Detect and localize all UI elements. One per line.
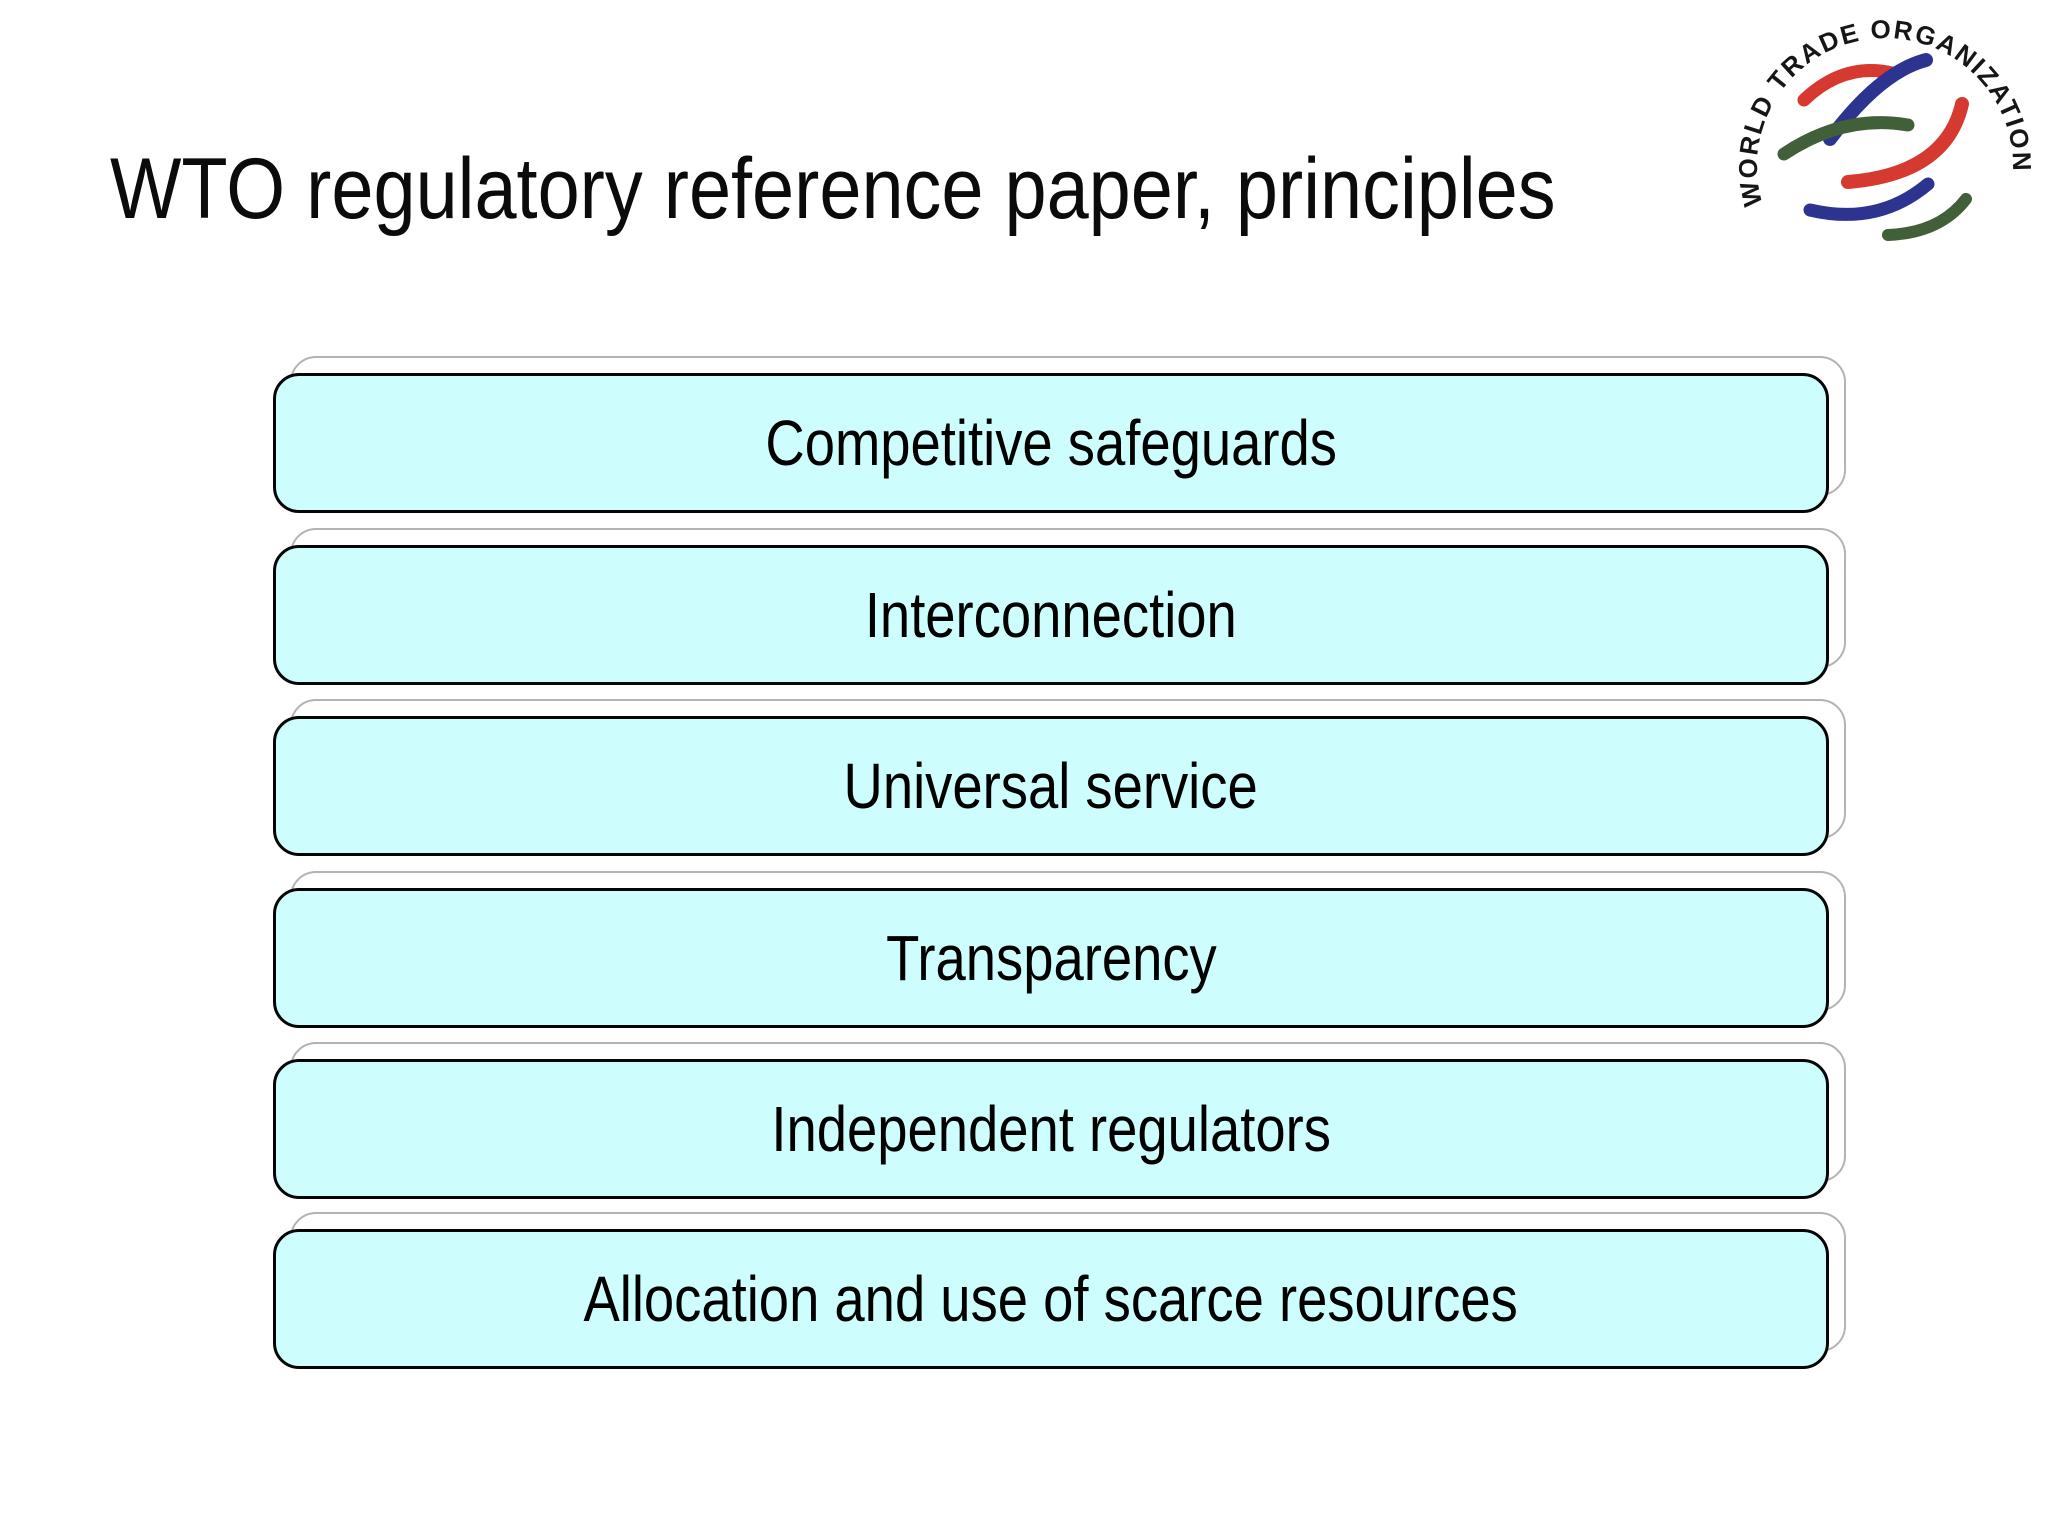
principle-box-face: Independent regulators [273, 1059, 1829, 1199]
principle-box-label: Interconnection [865, 579, 1237, 651]
slide-title: WTO regulatory reference paper, principl… [110, 141, 1556, 237]
principle-box-transparency: Transparency [273, 871, 1846, 1028]
logo-stroke-green-upper [1777, 116, 1915, 161]
principle-box-competitive-safeguards: Competitive safeguards [273, 356, 1846, 513]
principle-box-label: Independent regulators [771, 1093, 1331, 1165]
principle-box-interconnection: Interconnection [273, 528, 1846, 685]
principle-box-universal-service: Universal service [273, 699, 1846, 856]
logo-stroke-red-lower [1841, 97, 1969, 189]
logo-stroke-red-upper [1797, 64, 1899, 107]
principle-box-face: Universal service [273, 716, 1829, 856]
principle-box-face: Competitive safeguards [273, 373, 1829, 513]
principle-box-label: Competitive safeguards [765, 407, 1337, 479]
logo-stroke-blue-lower [1803, 177, 1935, 221]
principle-box-allocation-scarce-resources: Allocation and use of scarce resources [273, 1212, 1846, 1369]
wto-logo-icon: WORLD TRADE ORGANIZATION [1733, 14, 2035, 241]
principle-box-independent-regulators: Independent regulators [273, 1042, 1846, 1199]
principle-box-label: Transparency [885, 922, 1217, 994]
principle-box-face: Allocation and use of scarce resources [273, 1229, 1829, 1369]
principle-box-label: Universal service [843, 750, 1259, 822]
logo-stroke-green-lower [1882, 193, 1972, 241]
principle-box-face: Transparency [273, 888, 1829, 1028]
principle-box-label: Allocation and use of scarce resources [583, 1263, 1519, 1335]
principle-box-face: Interconnection [273, 545, 1829, 685]
logo-globe-strokes [1777, 53, 1972, 241]
